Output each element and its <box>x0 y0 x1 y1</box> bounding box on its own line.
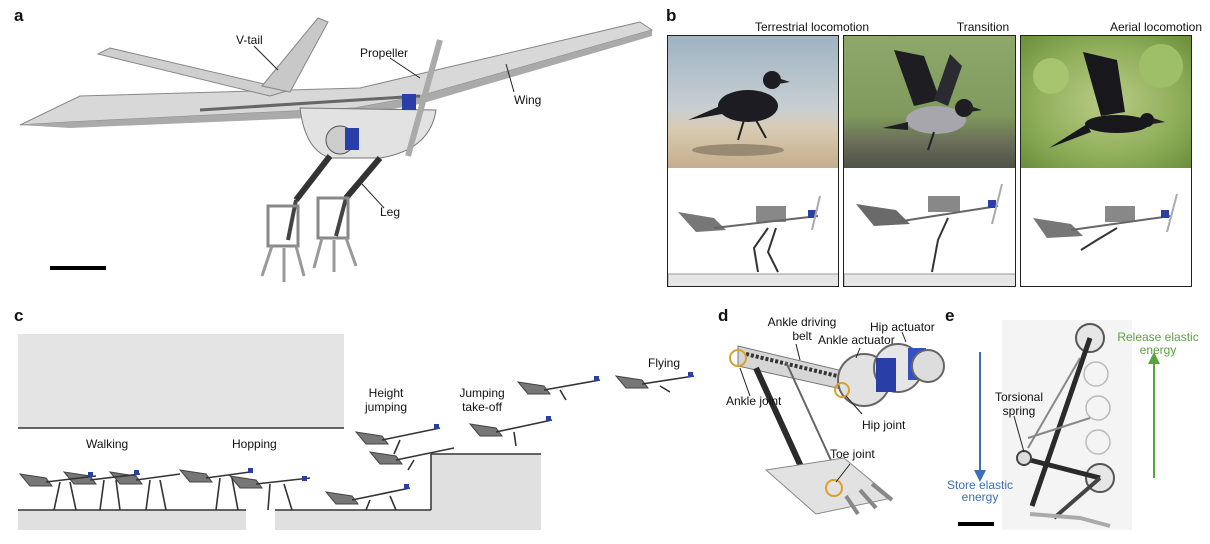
crow-takeoff-photo <box>844 36 1015 168</box>
torsional-spring-label-line1: Torsional <box>994 390 1044 404</box>
vtail-label: V-tail <box>236 33 263 47</box>
column-header-terrestrial: Terrestrial locomotion <box>754 20 870 34</box>
torsional-spring-label-line2: spring <box>1002 404 1036 418</box>
hip-actuator-label: Hip actuator <box>870 320 935 334</box>
panel-d-label: d <box>718 306 729 325</box>
toe-joint-label: Toe joint <box>830 447 875 461</box>
crow-flying-photo <box>1021 36 1191 168</box>
ankle-actuator-label: Ankle actuator <box>818 333 895 347</box>
robot-transition-render <box>844 168 1015 286</box>
panel-b-label: b <box>666 6 677 25</box>
stage-hopping-label: Hopping <box>232 437 277 451</box>
stage-walking-label: Walking <box>86 437 129 451</box>
panel-a-label: a <box>14 6 24 25</box>
leg-mechanism-illustration <box>729 331 945 516</box>
store-energy-label-line1: Store elastic <box>946 478 1014 492</box>
elastic-energy-diagram <box>958 320 1160 530</box>
column-header-transition: Transition <box>956 20 1010 34</box>
panel-e-label: e <box>945 306 955 325</box>
stage-height-jumping-label-line2: jumping <box>364 400 408 414</box>
ankle-belt-label-line2: belt <box>792 329 812 343</box>
stage-takeoff-label-line1: Jumping <box>459 386 505 400</box>
release-energy-label-line2: energy <box>1139 343 1177 357</box>
transition-column <box>843 35 1016 287</box>
propeller-label: Propeller <box>360 46 409 60</box>
release-energy-label-line1: Release elastic <box>1117 330 1199 344</box>
locomotion-sequence-diagram <box>18 334 695 530</box>
stage-takeoff-label-line2: take-off <box>462 400 502 414</box>
ankle-belt-label-line1: Ankle driving <box>767 315 837 329</box>
robot-flying-render <box>1021 168 1191 286</box>
column-header-aerial: Aerial locomotion <box>1109 20 1203 34</box>
terrestrial-column <box>667 35 839 287</box>
crow-walking-photo <box>668 36 838 168</box>
robot-walking-render <box>668 168 838 286</box>
store-energy-label-line2: energy <box>961 490 999 504</box>
leg-label: Leg <box>380 205 401 219</box>
stage-flying-label: Flying <box>648 356 681 370</box>
wing-label: Wing <box>514 93 542 107</box>
stage-height-jumping-label-line1: Height <box>368 386 404 400</box>
aerial-column <box>1020 35 1192 287</box>
ankle-joint-label: Ankle joint <box>726 394 782 408</box>
panel-c-label: c <box>14 306 24 325</box>
robot-aircraft-illustration <box>19 17 654 282</box>
hip-joint-label: Hip joint <box>862 418 906 432</box>
